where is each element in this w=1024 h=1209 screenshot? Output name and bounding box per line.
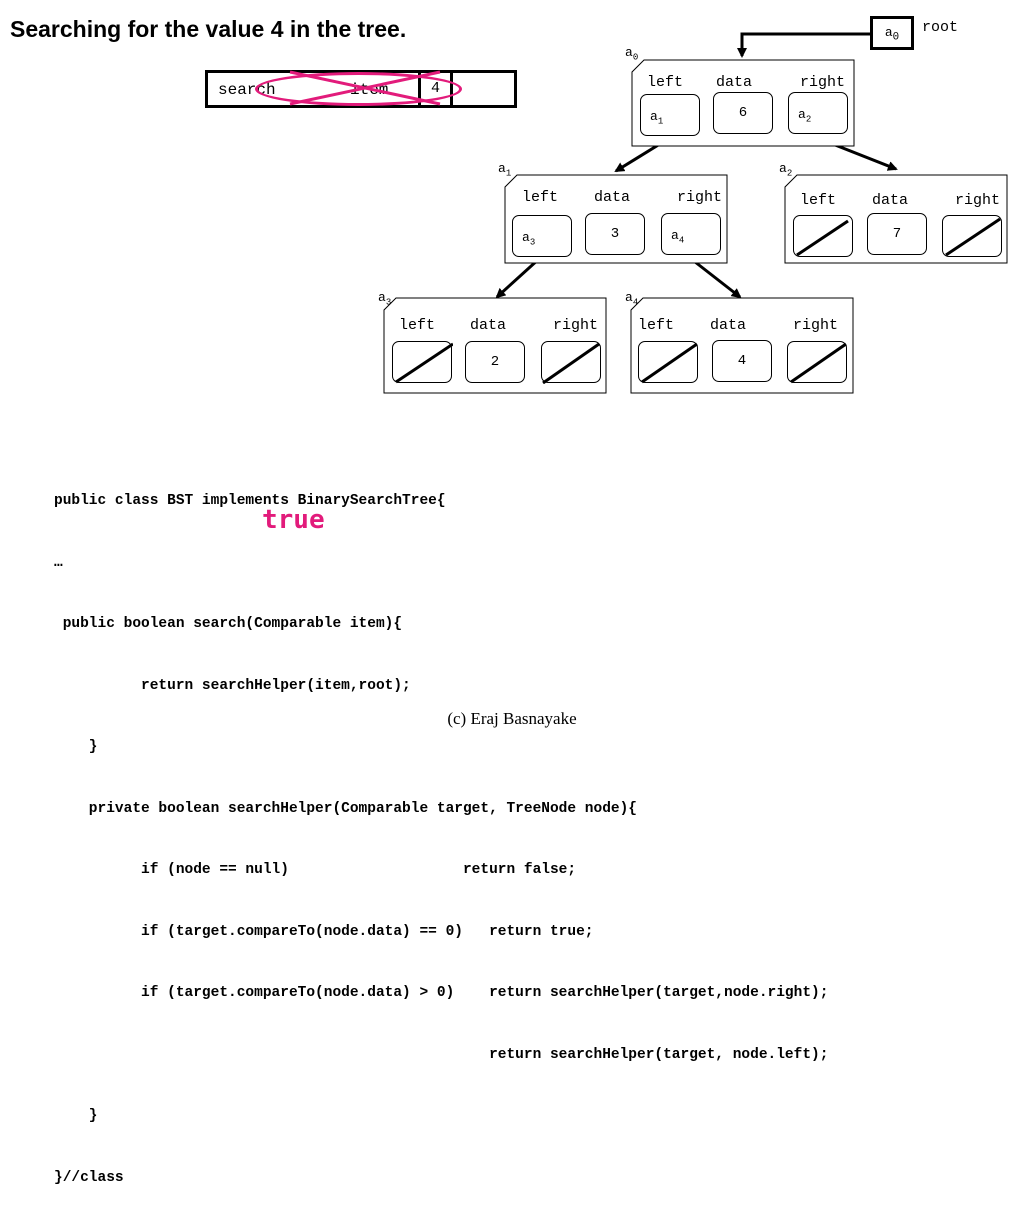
data-cell: 2 <box>465 341 525 383</box>
left-pointer-value: a1 <box>650 109 664 127</box>
edge-a1-a4 <box>689 256 742 299</box>
data-cell: 6 <box>713 92 773 134</box>
code-line: if (node == null) return false; <box>54 862 577 878</box>
right-pointer-value: a4 <box>671 228 685 246</box>
data-value: 4 <box>737 353 747 369</box>
root-pointer-arrow <box>737 32 870 58</box>
field-left-label: left <box>522 189 559 206</box>
field-left-label: left <box>647 74 684 91</box>
node-a4-address: a4 <box>625 290 639 308</box>
null-slash-icon <box>641 342 698 384</box>
left-pointer-cell: a1 <box>640 94 700 136</box>
field-right-label: right <box>800 74 846 91</box>
tree-node-a0: left data right a1 6 a2 <box>631 59 855 147</box>
data-value: 3 <box>610 226 620 242</box>
field-left-label: left <box>638 317 675 334</box>
code-line: … <box>54 554 63 571</box>
right-pointer-cell: a2 <box>788 92 848 134</box>
left-pointer-null-cell <box>793 215 853 257</box>
tree-node-a3: left data right 2 <box>383 297 607 394</box>
slide-title: Searching for the value 4 in the tree. <box>10 16 407 42</box>
left-pointer-cell: a3 <box>512 215 572 257</box>
left-pointer-null-cell <box>638 341 698 384</box>
tree-node-a1: left data right a3 3 a4 <box>504 174 728 264</box>
data-cell: 4 <box>712 340 772 382</box>
code-line: if (target.compareTo(node.data) > 0) ret… <box>54 985 829 1001</box>
root-label: root <box>922 19 959 36</box>
code-line: if (target.compareTo(node.data) == 0) re… <box>54 923 594 940</box>
right-pointer-null-cell <box>787 341 847 384</box>
root-reference-box: a0 <box>870 16 914 50</box>
field-data-label: data <box>594 189 631 206</box>
field-right-label: right <box>553 317 599 334</box>
null-slash-icon <box>945 217 1001 257</box>
null-slash-icon <box>790 342 847 384</box>
code-line: public class BST implements BinarySearch… <box>54 493 446 509</box>
right-pointer-null-cell <box>541 341 601 384</box>
null-slash-icon <box>796 219 849 257</box>
right-pointer-value: a2 <box>798 107 812 125</box>
code-listing: public class BST implements BinarySearch… <box>54 450 828 1209</box>
edge-a1-a3 <box>495 256 542 299</box>
field-right-label: right <box>955 192 1001 209</box>
right-pointer-null-cell <box>942 215 1002 257</box>
code-line: } <box>54 1108 98 1124</box>
tree-node-a4: left data right 4 <box>630 297 854 394</box>
tree-node-a2: left data right 7 <box>784 174 1008 264</box>
code-line: }//class <box>54 1169 124 1186</box>
data-cell: 7 <box>867 213 927 255</box>
code-line: private boolean searchHelper(Comparable … <box>54 800 637 817</box>
null-slash-icon <box>395 342 453 384</box>
right-pointer-cell: a4 <box>661 213 721 255</box>
field-data-label: data <box>872 192 909 209</box>
null-slash-icon <box>542 342 600 384</box>
node-a1-address: a1 <box>498 161 512 179</box>
field-data-label: data <box>470 317 507 334</box>
node-a0-address: a0 <box>625 45 639 63</box>
left-pointer-null-cell <box>392 341 453 384</box>
code-line: public boolean search(Comparable item){ <box>54 616 403 632</box>
data-value: 7 <box>892 226 902 242</box>
field-right-label: right <box>677 189 723 206</box>
code-line: return searchHelper(item,root); <box>54 677 411 694</box>
data-cell: 3 <box>585 213 645 255</box>
left-pointer-value: a3 <box>522 230 536 248</box>
data-value: 2 <box>490 354 500 370</box>
field-right-label: right <box>793 317 839 334</box>
return-annotation: true <box>262 505 325 535</box>
credit-footer: (c) Eraj Basnayake <box>447 709 577 728</box>
field-data-label: data <box>710 317 747 334</box>
field-left-label: left <box>399 317 436 334</box>
node-a2-address: a2 <box>779 161 793 179</box>
field-left-label: left <box>800 192 837 209</box>
code-line: return searchHelper(target, node.left); <box>54 1046 829 1063</box>
code-line: } <box>54 739 98 755</box>
data-value: 6 <box>738 105 748 121</box>
field-data-label: data <box>716 74 753 91</box>
root-ref-value: a0 <box>884 25 900 44</box>
node-a3-address: a3 <box>378 290 392 308</box>
